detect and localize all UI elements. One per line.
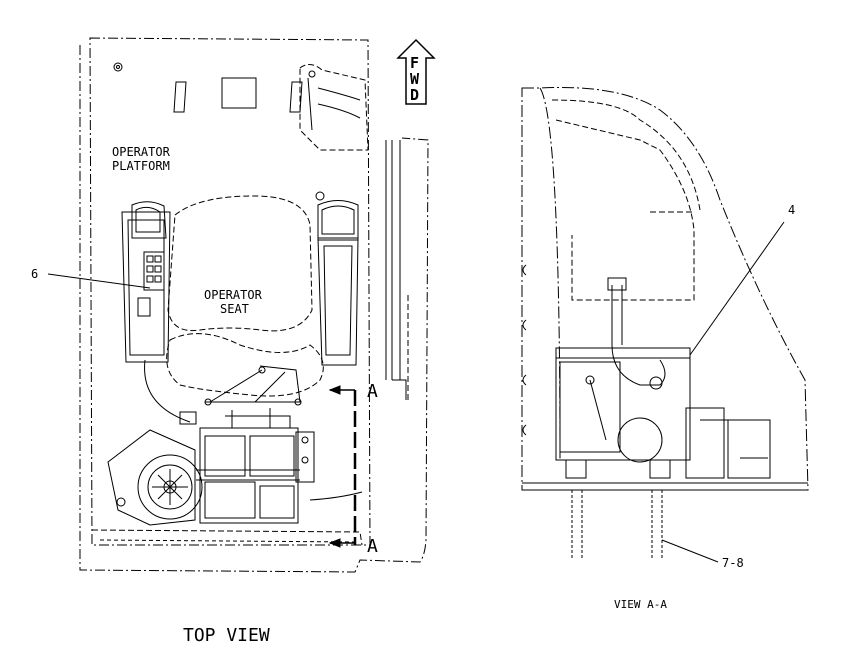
callout-7-8: 7-8 <box>722 556 744 570</box>
fwd-letter-d: D <box>410 86 419 104</box>
section-marker-bottom: A <box>367 536 378 557</box>
leader-7-8 <box>661 539 719 563</box>
right-joystick <box>317 200 359 241</box>
hose-left <box>144 359 191 423</box>
section-arrow-bottom <box>328 538 341 548</box>
pedal-center <box>221 77 257 109</box>
platform-outer-edge <box>79 45 429 573</box>
right-rail <box>385 140 401 380</box>
top-view-caption: TOP VIEW <box>183 625 270 646</box>
leader-4 <box>689 221 785 356</box>
leader-6 <box>47 273 151 289</box>
platform-bottom-frame <box>91 529 363 546</box>
left-joystick <box>131 201 167 239</box>
view-aa-caption: VIEW A-A <box>614 598 667 611</box>
seat-linkage <box>205 365 301 403</box>
callout-4: 4 <box>788 203 795 217</box>
switch-panel <box>143 251 165 291</box>
floor-line <box>522 482 808 491</box>
operator-platform-label-1: OPERATOR <box>112 145 171 159</box>
section-marker-top: A <box>367 381 378 402</box>
pedal-left <box>173 81 187 113</box>
pipe-upper <box>611 285 623 345</box>
hose-7 <box>571 490 583 560</box>
view-aa <box>521 87 809 563</box>
hose-8 <box>651 490 663 560</box>
hvac-unit <box>107 408 315 526</box>
seat-outline <box>167 195 313 332</box>
seat-base <box>166 333 324 397</box>
right-console-top <box>299 64 369 151</box>
left-armrest-console <box>121 211 171 363</box>
callout-6: 6 <box>31 267 38 281</box>
top-view <box>79 37 436 573</box>
fwd-letter-w: W <box>410 70 420 88</box>
seat-back <box>555 119 695 301</box>
pedal-right <box>289 81 303 113</box>
mount-bolt <box>113 62 123 72</box>
cab-outline <box>521 87 809 491</box>
operator-seat-label-1: OPERATOR <box>204 288 263 302</box>
section-arrow-top <box>328 385 341 395</box>
right-armrest-console <box>317 237 359 366</box>
fwd-arrow <box>396 38 436 105</box>
platform-outline <box>89 37 371 546</box>
fwd-letter-f: F <box>410 54 419 72</box>
operator-platform-label-2: PLATFORM <box>112 159 170 173</box>
hose-right <box>309 491 363 501</box>
operator-seat-label-2: SEAT <box>220 302 249 316</box>
blower-fan <box>137 454 203 520</box>
hvac-unit-side <box>555 344 771 479</box>
